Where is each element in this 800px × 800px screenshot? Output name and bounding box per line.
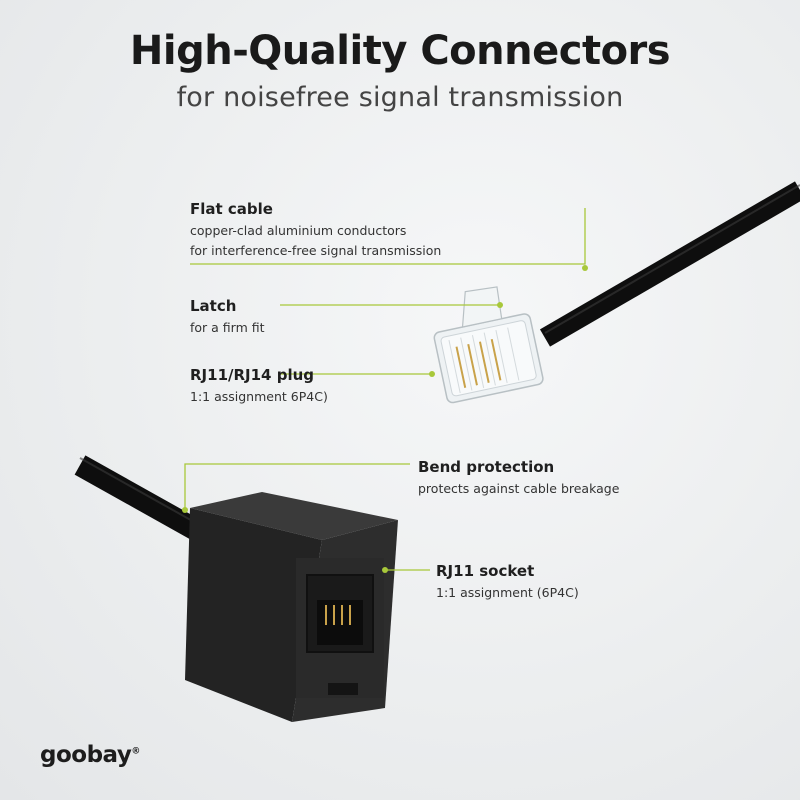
rj11-socket (185, 492, 398, 722)
callout-bend-protection: Bend protection protects against cable b… (418, 458, 619, 499)
callout-desc: copper-clad aluminium conductors for int… (190, 221, 441, 261)
page-title: High-Quality Connectors (129, 28, 671, 74)
callout-latch: Latch for a firm fit (190, 297, 265, 338)
registered-mark: ® (131, 746, 140, 757)
callout-desc: 1:1 assignment 6P4C) (190, 389, 328, 404)
callout-desc-line: for interference-free signal transmissio… (190, 243, 442, 258)
flat-cable-upper (539, 181, 800, 347)
callout-rj11-socket: RJ11 socket 1:1 assignment (6P4C) (436, 562, 579, 603)
callout-rj-plug: RJ11/RJ14 plug 1:1 assignment 6P4C) (190, 366, 328, 407)
callout-leader-lines (184, 208, 586, 571)
callout-desc-line: copper-clad aluminium conductors (190, 223, 407, 238)
flat-cable-lower (74, 455, 211, 545)
callout-head: RJ11/RJ14 plug (190, 366, 315, 384)
callout-flat-cable: Flat cable copper-clad aluminium conduct… (190, 200, 441, 261)
page-subtitle: for noisefree signal transmission (176, 82, 624, 113)
brand-name: goobay (40, 742, 132, 768)
callout-head: Bend protection (418, 458, 555, 476)
callout-desc: protects against cable breakage (418, 481, 620, 496)
callout-head: Flat cable (190, 200, 273, 218)
callout-desc: for a firm fit (190, 320, 265, 335)
callout-dots (182, 265, 588, 573)
callout-head: Latch (190, 297, 237, 315)
callout-desc: 1:1 assignment (6P4C) (436, 585, 579, 600)
callout-head: RJ11 socket (436, 562, 535, 580)
rj-plug (433, 286, 544, 404)
brand-logo: goobay® (40, 742, 140, 768)
